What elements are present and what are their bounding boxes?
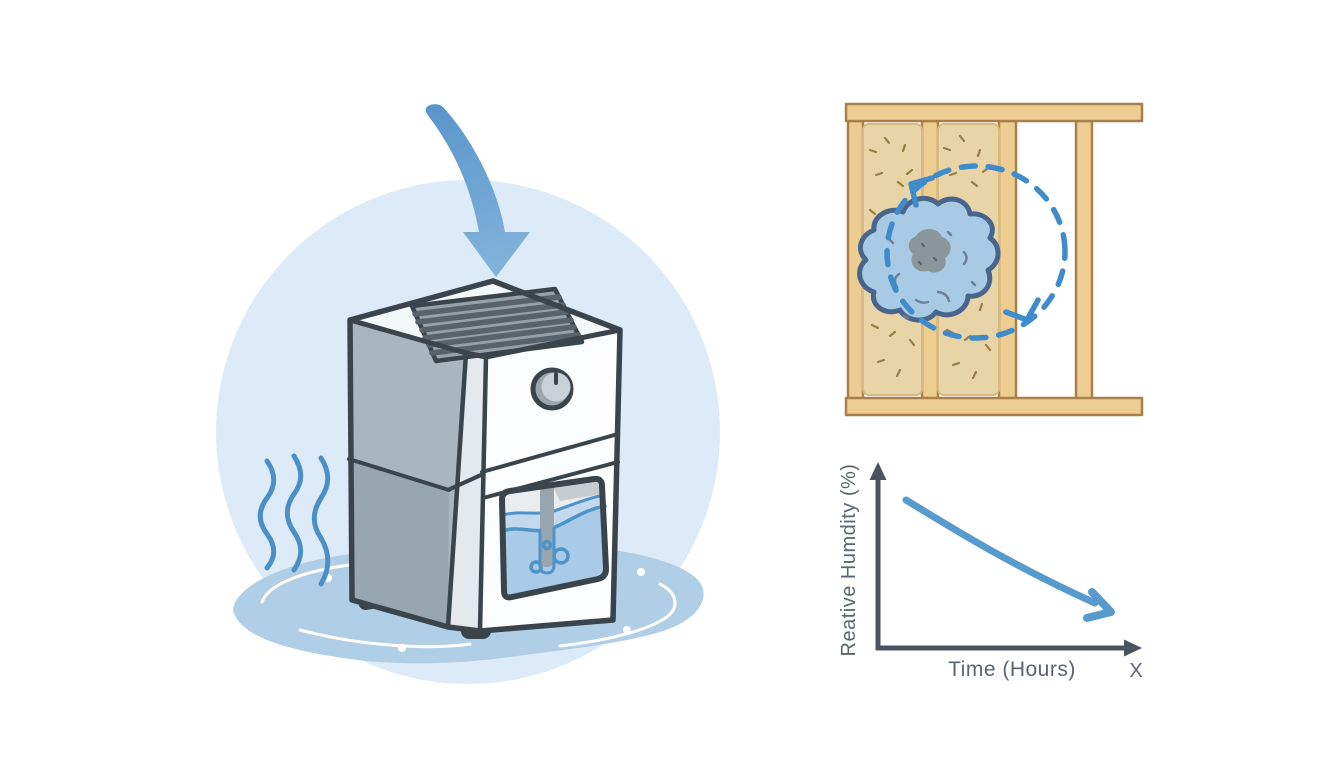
x-end-label: X xyxy=(1129,660,1142,682)
wall-stud xyxy=(1074,119,1094,401)
puddle-dots xyxy=(324,568,645,652)
top-plate xyxy=(844,102,1144,123)
moisture-waves-icon xyxy=(257,453,331,587)
circulation-arrowhead-top xyxy=(908,175,935,208)
window-frame xyxy=(499,475,609,601)
bottom-plate xyxy=(844,396,1144,417)
drain-tube xyxy=(540,483,554,567)
down-arrow-icon xyxy=(425,104,530,277)
wall-cutaway xyxy=(844,102,1144,417)
side-face-lower xyxy=(349,459,449,627)
unit-outline xyxy=(347,278,623,634)
mold-specks xyxy=(917,242,938,266)
wall-stud xyxy=(846,119,865,401)
dehumidifier-unit xyxy=(347,278,623,639)
x-axis-label: Time (Hours) xyxy=(948,658,1076,681)
water-tank-window xyxy=(499,475,609,601)
wall-stud xyxy=(997,119,1018,401)
chart-axes xyxy=(869,462,1142,657)
circulation-arrowhead-bottom xyxy=(1003,297,1041,323)
y-axis-arrowhead xyxy=(869,462,887,480)
front-corner-strip xyxy=(448,353,486,631)
air-intake-grill xyxy=(409,286,585,364)
patch-texture xyxy=(888,230,977,320)
x-axis-arrowhead xyxy=(1124,639,1142,657)
y-axis-label: Reative Humdity (%) xyxy=(838,464,860,657)
control-knob xyxy=(530,367,574,411)
declining-humidity-curve xyxy=(902,496,1115,622)
humidity-chart: Reative Humdity (%) Time (Hours) X xyxy=(838,462,1143,682)
circulation-dashed-arrow-icon xyxy=(884,163,1068,341)
dehumidifier-scene xyxy=(216,104,720,684)
bubbles xyxy=(529,539,570,574)
curve-arrowhead xyxy=(1083,588,1115,622)
